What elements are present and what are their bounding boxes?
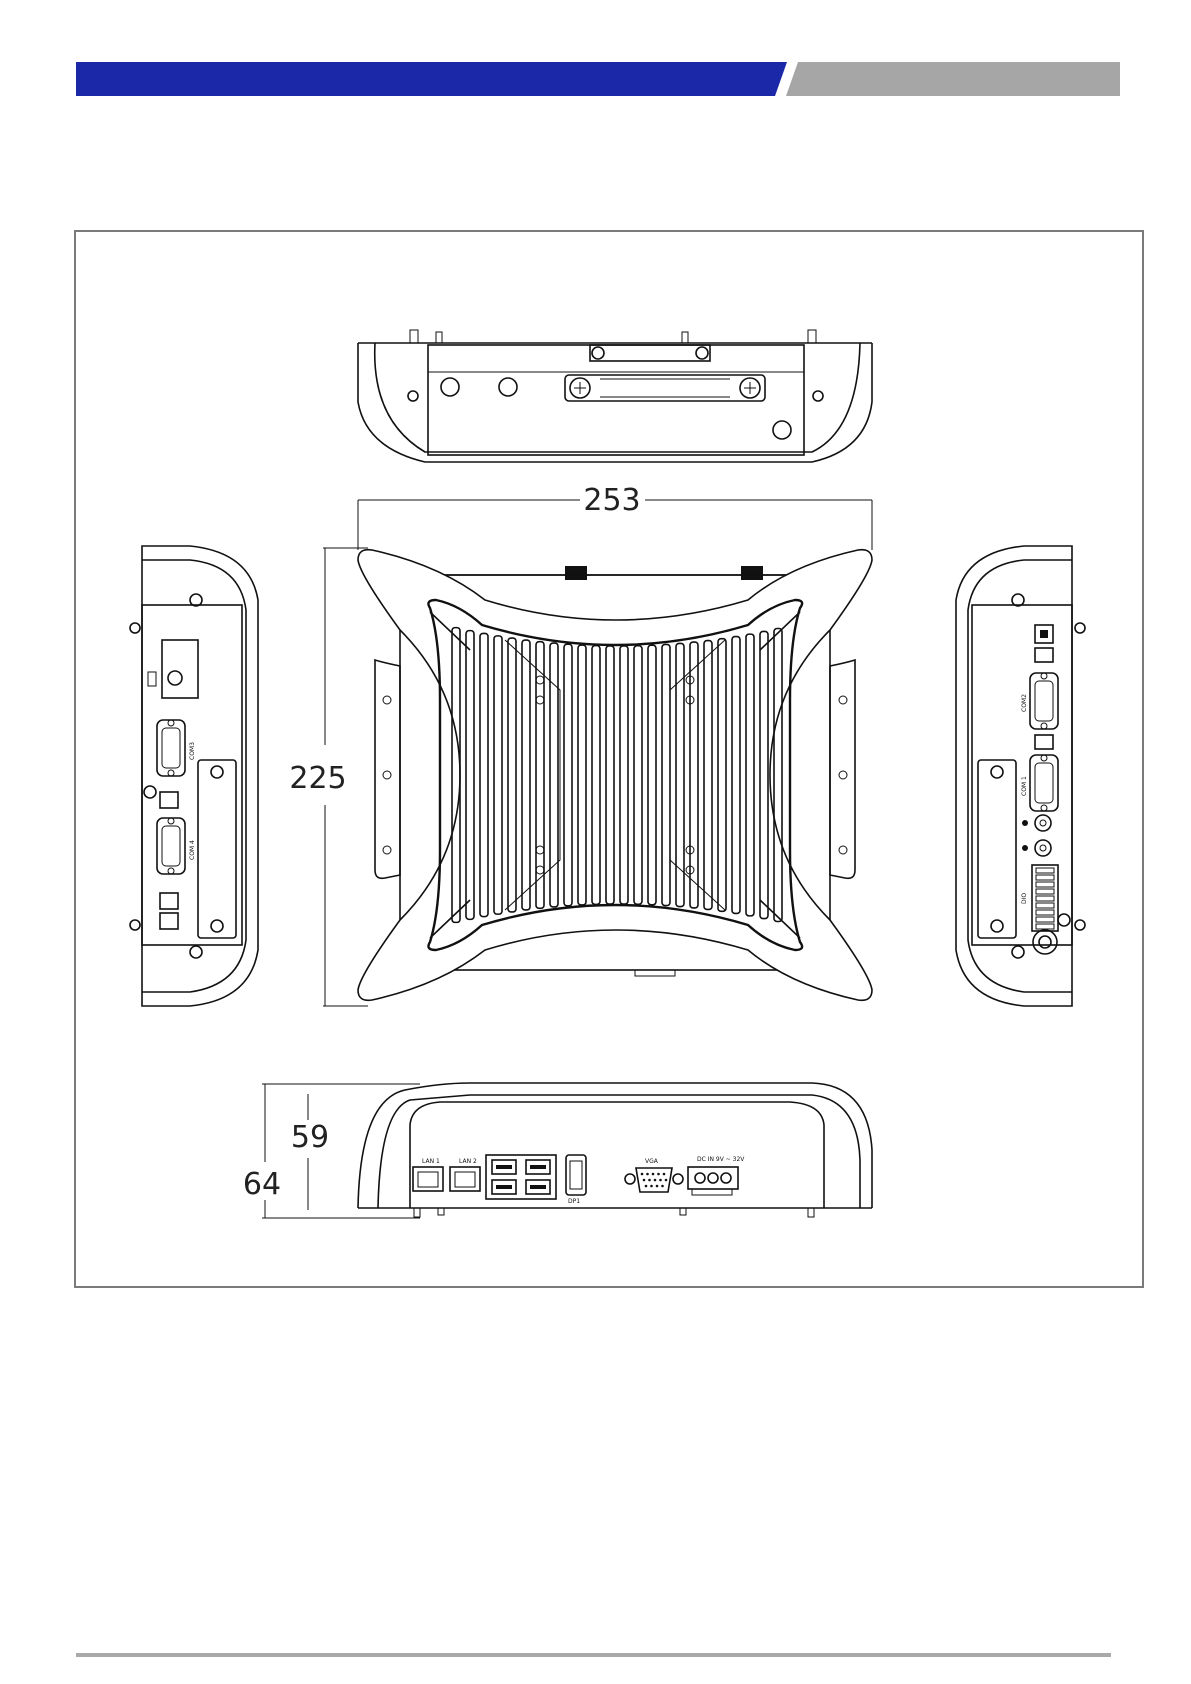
vga-pin [643, 1179, 646, 1182]
dio-pin [1036, 917, 1054, 922]
vga-pin [654, 1179, 657, 1182]
vga-label: VGA [645, 1158, 659, 1165]
vga-pin [646, 1173, 649, 1176]
left-com3-label: COM3 [189, 742, 196, 760]
width-dimension: 253 [358, 483, 872, 550]
dio-pin [1036, 868, 1054, 873]
dio-pin [1036, 903, 1054, 908]
dio-pin [1036, 910, 1054, 915]
dio-pin [1036, 882, 1054, 887]
vga-pin [656, 1185, 659, 1188]
depth-dimension: 225 [289, 548, 368, 1006]
right-dio-label: DIO [1021, 893, 1028, 904]
dio-pin [1036, 889, 1054, 894]
dimension-width-label: 253 [583, 483, 640, 518]
right-side-view: COM2 COM 1 DIO [956, 546, 1085, 1006]
vga-pin [659, 1179, 662, 1182]
lan2-label: LAN 2 [459, 1158, 477, 1165]
dimension-depth-label: 225 [289, 761, 346, 796]
dc-in-label: DC IN 9V ~ 32V [697, 1156, 745, 1163]
dio-pin [1036, 896, 1054, 901]
dio-pin [1036, 924, 1054, 929]
vga-pin [645, 1185, 648, 1188]
right-com1-label: COM 1 [1021, 776, 1028, 796]
right-com2-label: COM2 [1021, 694, 1028, 712]
top-view [358, 550, 872, 1001]
dimension-body-height-label: 59 [291, 1120, 329, 1155]
left-com4-label: COM 4 [189, 840, 196, 860]
front-view: LAN 1 LAN 2 DP1 VGA DC IN 9V ~ 32V [358, 1083, 872, 1217]
lan1-label: LAN 1 [422, 1158, 440, 1165]
dp-label: DP1 [568, 1198, 580, 1205]
vga-pins [641, 1173, 668, 1188]
footer-rule [76, 1653, 1111, 1657]
vga-pin [641, 1173, 644, 1176]
vga-pin [661, 1185, 664, 1188]
height-dimensions: 59 64 [243, 1084, 420, 1218]
vga-pin [657, 1173, 660, 1176]
vga-pin [665, 1179, 668, 1182]
vga-pin [652, 1173, 655, 1176]
dimension-total-height-label: 64 [243, 1167, 281, 1202]
vga-pin [663, 1173, 666, 1176]
vga-pin [650, 1185, 653, 1188]
dio-pin [1036, 875, 1054, 880]
dio-pins [1036, 868, 1054, 929]
vga-pin [648, 1179, 651, 1182]
rear-view [358, 330, 872, 462]
left-side-view: COM3 COM 4 [130, 546, 258, 1006]
